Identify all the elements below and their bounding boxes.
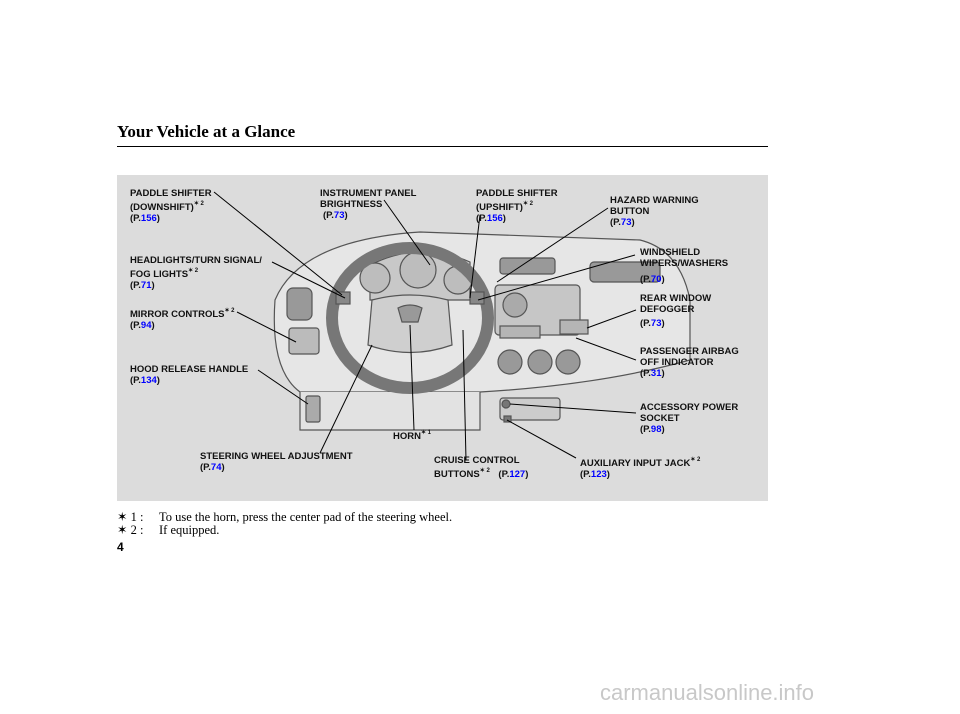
page-ref[interactable]: (P.156) — [130, 213, 212, 224]
label-auxiliary-input-jack: AUXILIARY INPUT JACK✶ 2 (P.123) — [580, 455, 700, 480]
label-windshield-wipers: WINDSHIELD WIPERS/WASHERS (P.70) — [640, 247, 728, 285]
label-paddle-shifter-downshift: PADDLE SHIFTER (DOWNSHIFT)✶ 2 (P.156) — [130, 188, 212, 224]
page-ref[interactable]: (P.70) — [640, 274, 728, 285]
label-paddle-shifter-upshift: PADDLE SHIFTER (UPSHIFT)✶ 2 (P.156) — [476, 188, 558, 224]
page-ref[interactable]: (P.156) — [476, 213, 558, 224]
label-passenger-airbag-off: PASSENGER AIRBAG OFF INDICATOR (P.31) — [640, 346, 739, 379]
label-line: AUXILIARY INPUT JACK — [580, 458, 690, 469]
label-horn: HORN✶ 1 — [393, 428, 431, 442]
label-hood-release-handle: HOOD RELEASE HANDLE (P.134) — [130, 364, 248, 386]
footnote-mark: ✶ 2 — [224, 308, 234, 314]
page-number: 4 — [117, 540, 124, 554]
page-ref[interactable]: (P.73) — [640, 318, 711, 329]
page-ref[interactable]: (P.73) — [320, 210, 416, 221]
label-line: HEADLIGHTS/TURN SIGNAL/ — [130, 255, 262, 266]
footnote-mark: ✶ 2 — [188, 268, 198, 274]
label-line: FOG LIGHTS — [130, 269, 188, 280]
page-ref[interactable]: (P.73) — [610, 217, 699, 228]
label-line: (DOWNSHIFT) — [130, 202, 194, 213]
label-line: PADDLE SHIFTER — [130, 188, 212, 199]
label-line: HAZARD WARNING — [610, 195, 699, 206]
page-ref[interactable]: (P.31) — [640, 368, 739, 379]
label-line: BUTTONS — [434, 469, 480, 480]
label-line: MIRROR CONTROLS — [130, 309, 224, 320]
label-line: INSTRUMENT PANEL — [320, 188, 416, 199]
label-line: BRIGHTNESS — [320, 199, 382, 210]
label-rear-window-defogger: REAR WINDOW DEFOGGER (P.73) — [640, 293, 711, 329]
label-accessory-power-socket: ACCESSORY POWER SOCKET (P.98) — [640, 402, 738, 435]
footnote-mark: ✶ 2 — [523, 201, 533, 207]
label-line: STEERING WHEEL ADJUSTMENT — [200, 451, 353, 462]
label-line: SOCKET — [640, 413, 680, 424]
label-cruise-control-buttons: CRUISE CONTROL BUTTONS✶ 2 (P.127) — [434, 455, 528, 480]
label-line: WINDSHIELD — [640, 247, 700, 258]
label-line: WIPERS/WASHERS — [640, 258, 728, 269]
label-line: CRUISE CONTROL — [434, 455, 520, 466]
footnote-key: ✶ 2 : — [117, 522, 159, 538]
page-ref[interactable]: (P.74) — [200, 462, 353, 473]
label-line: REAR WINDOW — [640, 293, 711, 304]
label-steering-wheel-adjustment: STEERING WHEEL ADJUSTMENT (P.74) — [200, 451, 353, 473]
page-ref[interactable]: (P.134) — [130, 375, 248, 386]
label-line: (UPSHIFT) — [476, 202, 523, 213]
label-line: PADDLE SHIFTER — [476, 188, 558, 199]
label-line: HOOD RELEASE HANDLE — [130, 364, 248, 375]
footnote-mark: ✶ 2 — [194, 201, 204, 207]
page-ref[interactable]: (P.123) — [580, 469, 700, 480]
page-ref[interactable]: (P.127) — [492, 469, 528, 480]
label-mirror-controls: MIRROR CONTROLS✶ 2 (P.94) — [130, 306, 235, 331]
label-line: PASSENGER AIRBAG — [640, 346, 739, 357]
label-line: HORN — [393, 431, 421, 442]
footnote-mark: ✶ 2 — [690, 457, 700, 463]
page-ref[interactable]: (P.71) — [130, 280, 262, 291]
label-instrument-panel-brightness: INSTRUMENT PANEL BRIGHTNESS (P.73) — [320, 188, 416, 221]
page-ref[interactable]: (P.94) — [130, 320, 235, 331]
footnote-text: If equipped. — [159, 523, 219, 537]
footnote-2: ✶ 2 :If equipped. — [117, 522, 219, 538]
label-line: ACCESSORY POWER — [640, 402, 738, 413]
label-headlights-turn-signal: HEADLIGHTS/TURN SIGNAL/ FOG LIGHTS✶ 2 (P… — [130, 255, 262, 291]
footnote-mark: ✶ 1 — [421, 430, 431, 436]
page-ref[interactable]: (P.98) — [640, 424, 738, 435]
label-hazard-warning-button: HAZARD WARNING BUTTON (P.73) — [610, 195, 699, 228]
label-line: OFF INDICATOR — [640, 357, 714, 368]
footnote-mark: ✶ 2 — [480, 468, 490, 474]
label-line: BUTTON — [610, 206, 649, 217]
label-line: DEFOGGER — [640, 304, 694, 315]
watermark: carmanualsonline.info — [600, 680, 814, 706]
